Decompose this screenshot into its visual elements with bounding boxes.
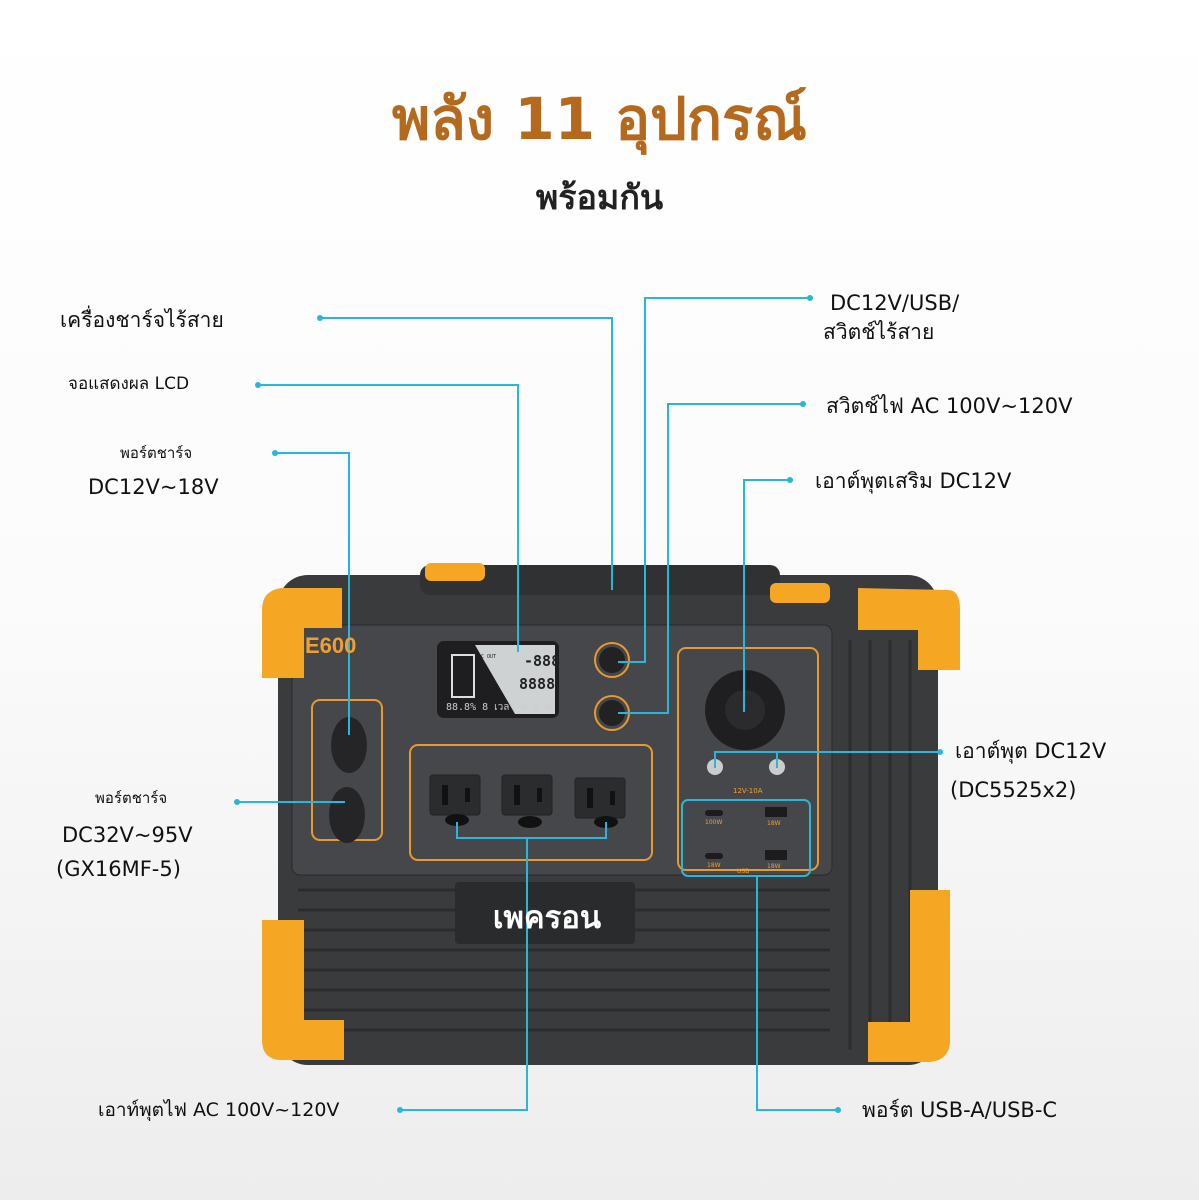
usb-port-rating: 18W bbox=[707, 862, 721, 869]
callout-gx-model: (GX16MF-5) bbox=[56, 857, 181, 881]
lcd-top-readout: -888 bbox=[524, 652, 561, 670]
callout-lcd: จอแสดงผล LCD bbox=[68, 374, 190, 394]
callout-aux-dc: เอาต์พุตเสริม DC12V bbox=[815, 469, 1012, 493]
callout-dc-input-value: DC12V~18V bbox=[88, 475, 219, 499]
orange-bumpers bbox=[262, 563, 960, 1062]
callout-dc-input-title: พอร์ตชาร์จ bbox=[120, 444, 193, 462]
callout-ac-output: เอาท์พุตไฟ AC 100V~120V bbox=[98, 1099, 340, 1121]
callout-lines bbox=[237, 297, 940, 1111]
callout-wireless-charger: เครื่องชาร์จไร้สาย bbox=[60, 308, 224, 332]
callout-dc-usb-switch-2: สวิตช์ไร้สาย bbox=[823, 320, 935, 344]
callout-usb-ports: พอร์ต USB-A/USB-C bbox=[862, 1098, 1058, 1122]
dc-rating-label: 12V-10A bbox=[733, 787, 763, 795]
power-station bbox=[262, 563, 960, 1065]
callout-dc5525-2: (DC5525x2) bbox=[950, 778, 1077, 802]
usb-port-rating: 100W bbox=[705, 819, 723, 826]
lcd-ac-out: AC OUT bbox=[478, 684, 497, 690]
callout-gx-title: พอร์ตชาร์จ bbox=[95, 789, 168, 807]
usb-label: USB bbox=[737, 868, 750, 875]
usb-port-rating: 18W bbox=[767, 863, 781, 870]
brand-label: เพครอน bbox=[492, 900, 602, 936]
page-subtitle: พร้อมกัน bbox=[535, 178, 664, 218]
callout-ac-switch: สวิตช์ไฟ AC 100V~120V bbox=[826, 394, 1073, 418]
lcd-mid-readout: 8888 bbox=[519, 675, 556, 693]
callout-dc-usb-switch-1: DC12V/USB/ bbox=[830, 291, 960, 315]
callout-dc5525-1: เอาต์พุต DC12V bbox=[955, 739, 1107, 763]
usb-port-rating: 18W bbox=[767, 820, 781, 827]
page-title: พลัง 11 อุปกรณ์ bbox=[392, 85, 807, 153]
lcd-dc-out: DC OUT bbox=[478, 654, 497, 660]
model-label: E600 bbox=[305, 633, 357, 658]
callout-gx-value: DC32V~95V bbox=[62, 823, 193, 847]
lcd-bottom-readout: 88.8% 8 เวลา 8.8.8 bbox=[446, 702, 552, 713]
